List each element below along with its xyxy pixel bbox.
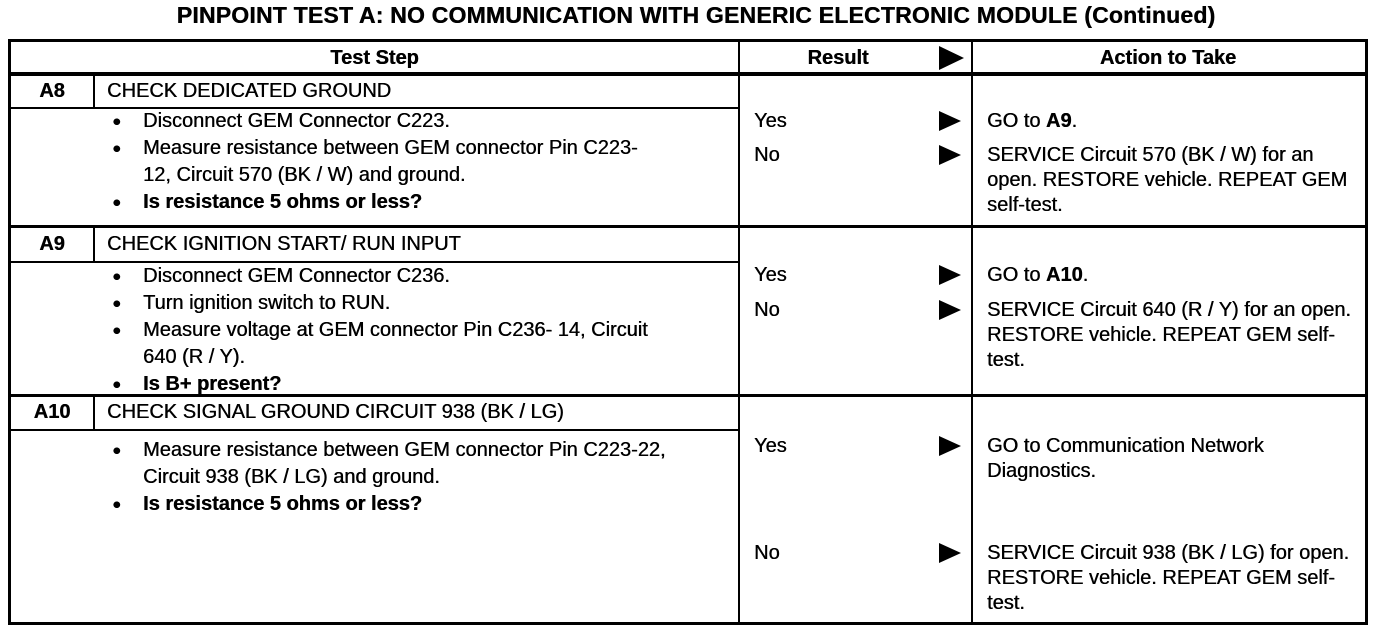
column-header-action: Action to Take: [1099, 47, 1237, 69]
header-arrow-icon: [939, 46, 964, 70]
action-text: SERVICE Circuit 938 (BK / LG) for open. …: [987, 542, 1350, 614]
outcome-row-a8-no: No SERVICE Circuit 570 (BK / W) for an o…: [738, 143, 1365, 218]
outcome-row-a10-yes: Yes GO to Communication Network Diagnost…: [738, 434, 1365, 484]
result-arrow-icon: [939, 111, 961, 131]
outcome-row-a9-yes: Yes GO to A10.: [738, 263, 1365, 288]
result-cell: No: [738, 143, 971, 167]
step-id-a9: A9: [39, 233, 65, 255]
action-text: SERVICE Circuit 640 (R / Y) for an open.…: [987, 299, 1351, 371]
step-id-divider-a8: [93, 75, 95, 107]
step-id-a8: A8: [39, 80, 65, 102]
result-arrow-icon: [939, 300, 961, 320]
step-bullets-a9: Disconnect GEM Connector C236. Turn igni…: [107, 263, 667, 398]
result-answer: No: [754, 299, 780, 321]
outcome-row-a8-yes: Yes GO to A9.: [738, 109, 1365, 134]
bullet-item: Is B+ present?: [107, 371, 667, 398]
step-title-a8: CHECK DEDICATED GROUND: [107, 80, 392, 102]
bullet-item: Measure resistance between GEM connector…: [107, 135, 667, 189]
bullet-item: Measure voltage at GEM connector Pin C23…: [107, 317, 667, 371]
action-text: GO to A10.: [987, 264, 1089, 286]
step-head-underline-a9: [11, 261, 738, 263]
step-head-underline-a10: [11, 429, 738, 431]
step-title-a9: CHECK IGNITION START/ RUN INPUT: [107, 233, 461, 255]
outcome-row-a9-no: No SERVICE Circuit 640 (R / Y) for an op…: [738, 298, 1365, 373]
section-divider-a8-a9: [11, 225, 1365, 228]
action-text: SERVICE Circuit 570 (BK / W) for an open…: [987, 144, 1348, 216]
result-cell: Yes: [738, 434, 971, 458]
outcome-row-a10-no: No SERVICE Circuit 938 (BK / LG) for ope…: [738, 541, 1365, 616]
step-id-a10: A10: [33, 401, 71, 423]
pinpoint-test-table: Test Step Result Action to Take A8 CHECK…: [8, 39, 1368, 625]
page-title: PINPOINT TEST A: NO COMMUNICATION WITH G…: [176, 2, 1216, 28]
bullet-item: Disconnect GEM Connector C236.: [107, 263, 667, 290]
result-arrow-icon: [939, 543, 961, 563]
result-cell: No: [738, 298, 971, 322]
bullet-item: Measure resistance between GEM connector…: [107, 437, 667, 491]
result-arrow-icon: [939, 436, 961, 456]
column-divider-result: [738, 42, 740, 622]
result-answer: Yes: [754, 110, 787, 132]
step-id-divider-a9: [93, 228, 95, 261]
action-text: GO to Communication Network Diagnostics.: [987, 435, 1264, 482]
action-text: GO to A9.: [987, 110, 1078, 132]
result-cell: Yes: [738, 263, 971, 287]
step-title-a10: CHECK SIGNAL GROUND CIRCUIT 938 (BK / LG…: [107, 401, 564, 423]
result-arrow-icon: [939, 145, 961, 165]
bullet-item: Is resistance 5 ohms or less?: [107, 491, 667, 518]
bullet-item: Is resistance 5 ohms or less?: [107, 189, 667, 216]
bullet-item: Turn ignition switch to RUN.: [107, 290, 667, 317]
step-bullets-a10: Measure resistance between GEM connector…: [107, 437, 667, 518]
header-row-divider: [11, 72, 1365, 76]
step-bullets-a8: Disconnect GEM Connector C223. Measure r…: [107, 108, 667, 216]
result-answer: Yes: [754, 435, 787, 457]
bullet-item: Disconnect GEM Connector C223.: [107, 108, 667, 135]
result-answer: No: [754, 542, 780, 564]
step-id-divider-a10: [93, 397, 95, 429]
result-answer: No: [754, 144, 780, 166]
column-header-result: Result: [807, 47, 869, 69]
column-header-test-step: Test Step: [330, 47, 419, 69]
column-divider-action: [971, 42, 973, 622]
result-cell: No: [738, 541, 971, 565]
result-cell: Yes: [738, 109, 971, 133]
result-answer: Yes: [754, 264, 787, 286]
result-arrow-icon: [939, 265, 961, 285]
section-divider-a9-a10: [11, 394, 1365, 397]
